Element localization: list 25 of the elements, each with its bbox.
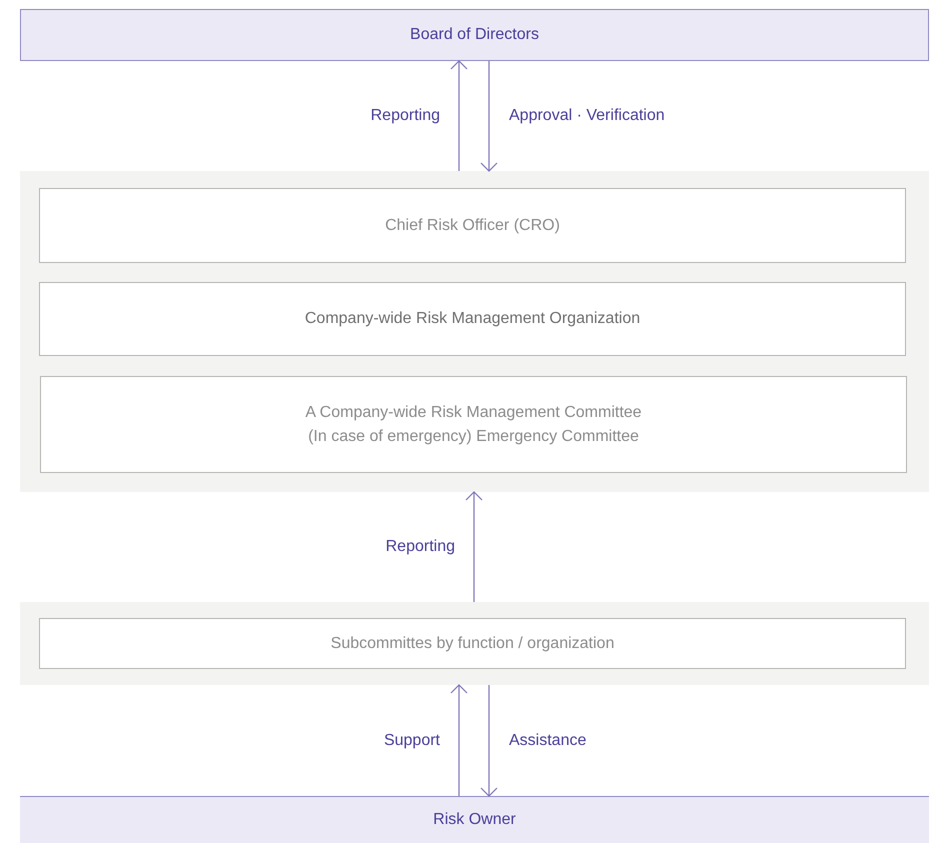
box-text: Risk Owner <box>433 810 516 830</box>
process-box <box>39 618 906 669</box>
arrow <box>480 61 498 172</box>
edge-label: Reporting <box>370 106 440 126</box>
edge-label: Assistance <box>509 730 586 750</box>
header-box <box>20 9 929 61</box>
process-box <box>40 376 907 473</box>
footer-box <box>20 796 929 843</box>
box-text: Board of Directors <box>410 25 539 45</box>
group-panel <box>20 171 929 492</box>
edge-label: Reporting <box>386 537 455 557</box>
box-text: Chief Risk Officer (CRO) <box>385 216 560 236</box>
arrow <box>450 684 468 796</box>
arrow <box>450 60 468 171</box>
box-text: (In case of emergency) Emergency Committee <box>308 426 639 446</box>
process-box <box>39 282 906 356</box>
box-text: Company-wide Risk Management Organization <box>304 309 640 329</box>
arrow <box>480 685 498 797</box>
box-text: Subcommittes by function / organization <box>330 634 614 654</box>
arrow <box>465 491 483 602</box>
edge-label: Approval · Verification <box>509 106 665 126</box>
box-text: A Company-wide Risk Management Committee <box>305 402 642 422</box>
process-box <box>39 188 906 263</box>
edge-label: Support <box>384 730 440 750</box>
group-panel <box>20 602 929 685</box>
